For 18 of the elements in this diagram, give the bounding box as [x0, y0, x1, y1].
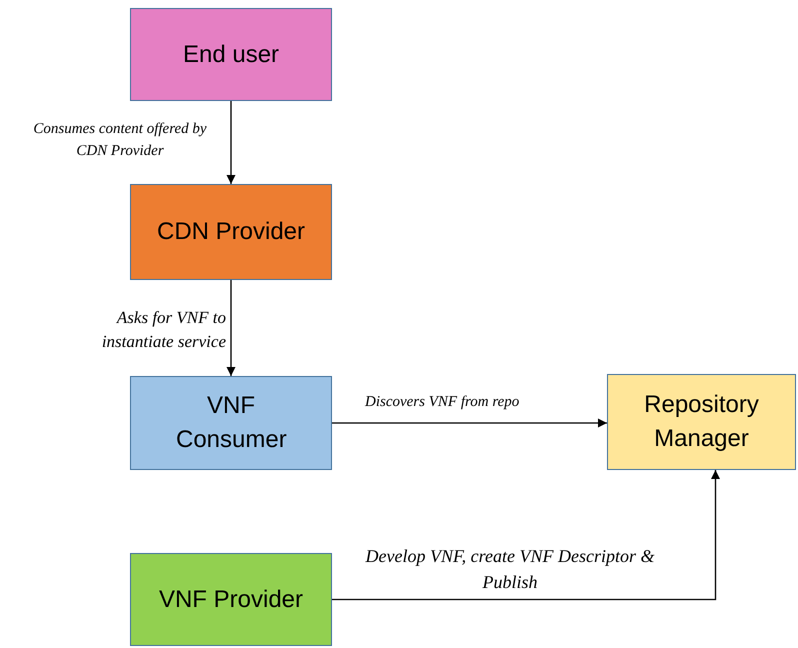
process-box	[130, 553, 332, 646]
edge-label: Asks for VNF to instantiate service	[100, 307, 226, 353]
box-label: Repository Manager	[643, 390, 760, 454]
arrow	[226, 280, 236, 376]
box-label: CDN Provider	[156, 217, 306, 247]
process-box	[130, 376, 332, 470]
edge-label: Consumes content offered by CDN Provider	[32, 120, 208, 161]
box-label: VNF Provider	[158, 584, 304, 614]
arrow	[226, 101, 236, 184]
process-box	[607, 374, 796, 470]
edge-label: Develop VNF, create VNF Descriptor & Publish	[364, 545, 656, 594]
arrow	[332, 470, 720, 600]
process-box	[130, 184, 332, 280]
box-label: VNF Consumer	[176, 391, 286, 455]
process-box	[130, 8, 332, 101]
edge-label: Discovers VNF from repo	[365, 393, 520, 412]
arrow	[332, 418, 607, 428]
box-label: End user	[182, 40, 280, 70]
